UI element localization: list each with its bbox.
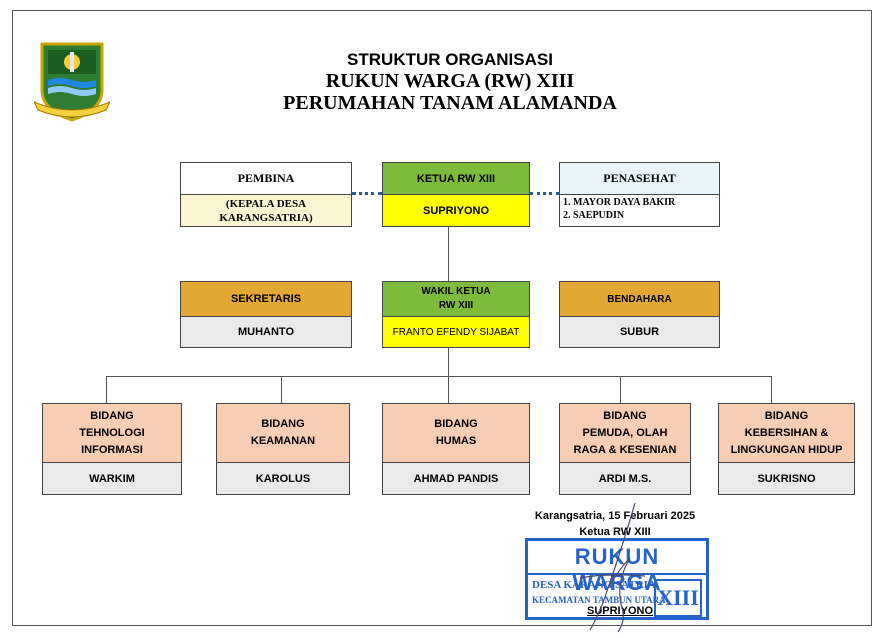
- bidang-2-title-line-1: BIDANG: [261, 418, 305, 430]
- ketua-title: KETUA RW XIII: [383, 163, 529, 195]
- bidang-4-value: ARDI M.S.: [560, 463, 690, 494]
- bidang-box-2: BIDANG KEAMANAN KAROLUS: [216, 403, 350, 495]
- connector-bidang-5: [771, 376, 772, 403]
- connector-bidang-horizontal: [106, 376, 771, 377]
- bidang-5-title-line-1: BIDANG: [764, 409, 809, 422]
- bidang-3-value: AHMAD PANDIS: [383, 463, 529, 494]
- bidang-1-title-line-3: INFORMASI: [81, 443, 143, 456]
- connector-bidang-2: [281, 376, 282, 403]
- pembina-box: PEMBINA (KEPALA DESA KARANGSATRIA): [180, 162, 352, 227]
- bidang-4-title-line-2: PEMUDA, OLAH: [582, 426, 668, 439]
- bidang-1-title-line-2: TEHNOLOGI: [79, 426, 145, 439]
- pembina-value: (KEPALA DESA KARANGSATRIA): [181, 195, 351, 226]
- bendahara-value: SUBUR: [560, 317, 719, 347]
- bendahara-box: BENDAHARA SUBUR: [559, 281, 720, 348]
- west-java-crest-icon: [34, 42, 110, 122]
- bidang-box-5: BIDANG KEBERSIHAN & LINGKUNGAN HIDUP SUK…: [718, 403, 855, 495]
- connector-bidang-4: [620, 376, 621, 403]
- connector-bidang-1: [106, 376, 107, 403]
- bidang-4-title-line-3: RAGA & KESENIAN: [573, 443, 677, 456]
- wakil-ketua-title-line-1: WAKIL KETUA: [421, 286, 491, 297]
- bidang-1-value: WARKIM: [43, 463, 181, 494]
- bidang-box-4: BIDANG PEMUDA, OLAH RAGA & KESENIAN ARDI…: [559, 403, 691, 495]
- bidang-3-title-line-2: HUMAS: [435, 435, 477, 447]
- title-line-2: RUKUN WARGA (RW) XIII: [325, 70, 575, 92]
- connector-ketua-wakil: [448, 227, 449, 281]
- bidang-box-1: BIDANG TEHNOLOGI INFORMASI WARKIM: [42, 403, 182, 495]
- penasehat-box: PENASEHAT 1. MAYOR DAYA BAKIR 2. SAEPUDI…: [559, 162, 720, 227]
- page-frame: [12, 10, 872, 626]
- stamp-line-3: KECAMATAN TAMBUN UTARA: [532, 595, 666, 605]
- bidang-box-3: BIDANG HUMAS AHMAD PANDIS: [382, 403, 530, 495]
- bidang-3-title-line-1: BIDANG: [434, 418, 478, 430]
- bidang-3-title: BIDANG HUMAS: [383, 404, 529, 463]
- sekretaris-title: SEKRETARIS: [181, 282, 351, 317]
- signature-name: SUPRIYONO: [586, 605, 653, 617]
- wakil-ketua-box: WAKIL KETUA RW XIII FRANTO EFENDY SIJABA…: [382, 281, 530, 348]
- penasehat-list: 1. MAYOR DAYA BAKIR 2. SAEPUDIN: [563, 196, 675, 222]
- bidang-5-value: SUKRISNO: [719, 463, 854, 494]
- signature-role: Ketua RW XIII: [579, 526, 651, 538]
- title-line-1: STRUKTUR ORGANISASI: [347, 50, 553, 69]
- stamp-line-2: DESA KARANG SATRIA: [532, 579, 656, 591]
- bidang-5-title-line-2: KEBERSIHAN &: [744, 426, 829, 439]
- bidang-4-title: BIDANG PEMUDA, OLAH RAGA & KESENIAN: [560, 404, 690, 463]
- ketua-value: SUPRIYONO: [383, 195, 529, 226]
- bendahara-title: BENDAHARA: [560, 282, 719, 317]
- connector-wakil-bidang: [448, 348, 449, 376]
- wakil-ketua-value: FRANTO EFENDY SIJABAT: [383, 317, 529, 347]
- bidang-4-title-line-1: BIDANG: [603, 409, 647, 422]
- bidang-2-title: BIDANG KEAMANAN: [217, 404, 349, 463]
- connector-ketua-penasehat: [530, 192, 559, 195]
- connector-bidang-3: [448, 376, 449, 403]
- bidang-5-title-line-3: LINGKUNGAN HIDUP: [730, 443, 843, 456]
- stamp-number: XIII: [654, 579, 702, 617]
- bidang-5-title: BIDANG KEBERSIHAN & LINGKUNGAN HIDUP: [719, 404, 854, 463]
- penasehat-item-2: 2. SAEPUDIN: [563, 210, 625, 221]
- bidang-1-title-line-1: BIDANG: [90, 409, 134, 422]
- bidang-1-title: BIDANG TEHNOLOGI INFORMASI: [43, 404, 181, 463]
- sekretaris-value: MUHANTO: [181, 317, 351, 347]
- sekretaris-box: SEKRETARIS MUHANTO: [180, 281, 352, 348]
- ketua-box: KETUA RW XIII SUPRIYONO: [382, 162, 530, 227]
- connector-pembina-ketua: [352, 192, 382, 195]
- wakil-ketua-title-line-2: RW XIII: [438, 300, 474, 311]
- signature-place-date: Karangsatria, 15 Februari 2025: [534, 510, 696, 522]
- bidang-2-title-line-2: KEAMANAN: [250, 435, 316, 447]
- handwritten-signature-icon: [579, 502, 646, 633]
- penasehat-item-1: 1. MAYOR DAYA BAKIR: [563, 197, 676, 208]
- title-line-3: PERUMAHAN TANAM ALAMANDA: [283, 92, 617, 114]
- penasehat-title: PENASEHAT: [560, 163, 719, 195]
- bidang-2-value: KAROLUS: [217, 463, 349, 494]
- wakil-ketua-title: WAKIL KETUA RW XIII: [383, 282, 529, 317]
- pembina-title: PEMBINA: [181, 163, 351, 195]
